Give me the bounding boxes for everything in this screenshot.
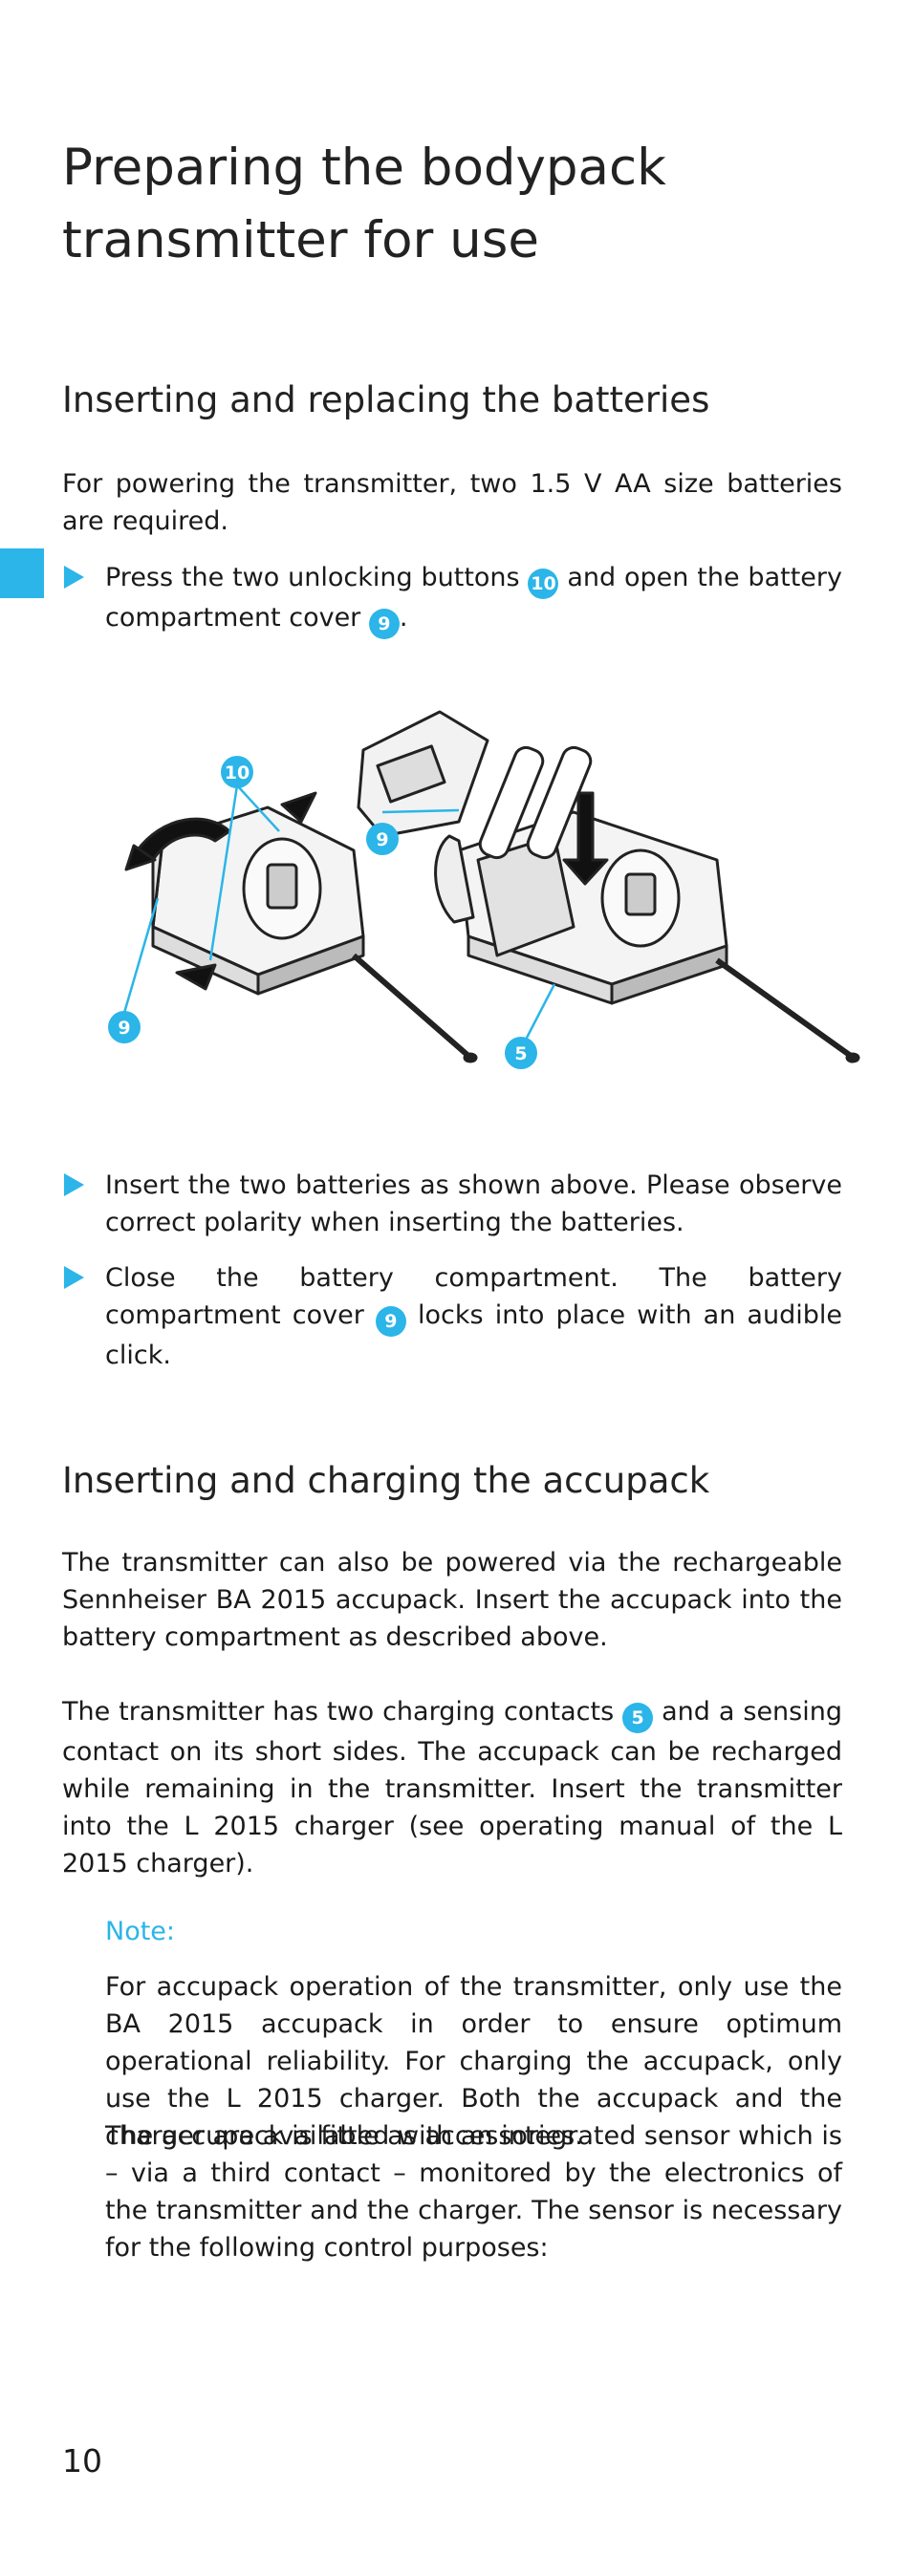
bullet-arrow-icon <box>64 1266 84 1289</box>
step-insert-batteries: Insert the two batteries as shown above.… <box>62 1167 842 1241</box>
section-heading-batteries: Inserting and replacing the batteries <box>62 379 710 420</box>
figure-callout-5: 5 <box>505 1037 537 1069</box>
note-para-2: The accupack is fitted with an integrate… <box>105 2121 842 2263</box>
figure-callout-9-right: 9 <box>366 823 399 855</box>
ref-badge: 5 <box>622 1703 654 1733</box>
step-close-text: Close the battery compartment. The batte… <box>105 1263 842 1370</box>
figure-callout-9-left: 9 <box>108 1011 141 1043</box>
note-para-1: For accupack operation of the transmitte… <box>105 1972 842 2151</box>
battery-insertion-illustration: 10 9 9 5 <box>108 710 860 1069</box>
svg-text:9: 9 <box>118 1018 130 1039</box>
bullet-arrow-icon <box>64 566 84 589</box>
section-heading-accupack: Inserting and charging the accupack <box>62 1460 710 1501</box>
figure-callout-10: 10 <box>221 756 253 788</box>
svg-text:9: 9 <box>376 829 388 850</box>
bullet-arrow-icon <box>64 1173 84 1196</box>
accupack-para-1: The transmitter can also be powered via … <box>62 1548 842 1652</box>
ref-badge: 9 <box>375 1306 406 1337</box>
page-number: 10 <box>62 2442 102 2479</box>
step-insert-text: Insert the two batteries as shown above.… <box>105 1170 842 1237</box>
step-close-compartment: Close the battery compartment. The batte… <box>62 1259 842 1374</box>
page-title: Preparing the bodypack transmitter for u… <box>62 139 666 269</box>
transmitter-left-drawing <box>151 805 478 1063</box>
batteries-intro: For powering the transmitter, two 1.5 V … <box>62 469 842 536</box>
step-unlock-text: Press the two unlocking buttons 10 and o… <box>105 559 842 639</box>
aa-batteries-drawing <box>478 745 609 886</box>
ref-badge: 9 <box>368 609 400 639</box>
transmitter-right-drawing <box>434 810 860 1063</box>
svg-text:5: 5 <box>514 1043 527 1064</box>
svg-text:10: 10 <box>225 762 250 784</box>
note-label: Note: <box>105 1917 176 1946</box>
accupack-drawing <box>357 710 489 838</box>
step-unlock: Press the two unlocking buttons 10 and o… <box>62 559 842 639</box>
accupack-para-2: The transmitter has two charging contact… <box>62 1697 842 1878</box>
ref-badge: 10 <box>528 569 559 599</box>
section-tab-marker <box>0 548 44 598</box>
